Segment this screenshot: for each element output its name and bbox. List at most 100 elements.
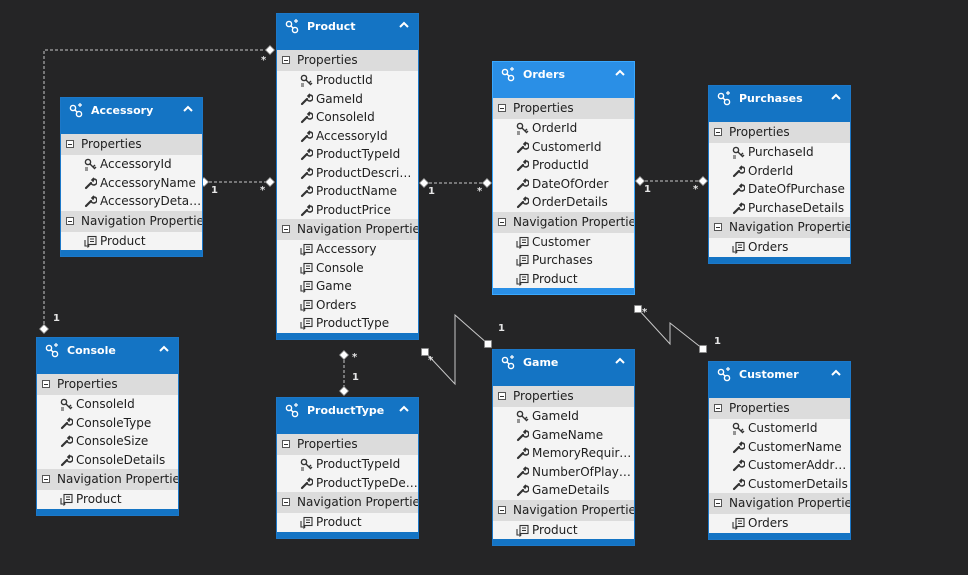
property-row[interactable]: ConsoleId xyxy=(277,108,418,127)
property-row[interactable]: ConsoleId xyxy=(37,395,178,414)
entity-header[interactable]: Product xyxy=(277,14,418,50)
navigation-section-header[interactable]: Navigation Properties xyxy=(709,217,850,238)
navigation-row[interactable]: Accessory xyxy=(277,240,418,259)
property-row[interactable]: GameDetails xyxy=(493,481,634,500)
navigation-row[interactable]: Purchases xyxy=(493,251,634,270)
collapse-chevron-icon[interactable] xyxy=(158,344,170,354)
navigation-row[interactable]: Game xyxy=(277,277,418,296)
property-row[interactable]: GameId xyxy=(493,407,634,426)
collapse-minus-icon[interactable] xyxy=(42,380,50,388)
property-row[interactable]: OrderId xyxy=(493,119,634,138)
collapse-minus-icon[interactable] xyxy=(714,499,722,507)
collapse-minus-icon[interactable] xyxy=(498,217,506,226)
collapse-chevron-icon[interactable] xyxy=(398,20,410,30)
collapse-chevron-icon[interactable] xyxy=(398,404,410,414)
navigation-row[interactable]: Product xyxy=(277,513,418,532)
collapse-minus-icon[interactable] xyxy=(66,140,74,148)
collapse-minus-icon[interactable] xyxy=(42,475,50,483)
property-row[interactable]: ConsoleDetails xyxy=(37,451,178,470)
navigation-row[interactable]: Product xyxy=(493,521,634,540)
collapse-minus-icon[interactable] xyxy=(282,440,290,448)
property-row[interactable]: ProductId xyxy=(277,71,418,90)
properties-section-header[interactable]: Properties xyxy=(61,134,202,155)
entity-header[interactable]: Console xyxy=(37,338,178,374)
properties-section-header[interactable]: Properties xyxy=(709,122,850,143)
association-line-customer-orders[interactable] xyxy=(637,308,704,350)
property-row[interactable]: AccessoryId xyxy=(277,127,418,146)
collapse-minus-icon[interactable] xyxy=(498,392,506,400)
navigation-row[interactable]: Console xyxy=(277,259,418,278)
properties-section-header[interactable]: Properties xyxy=(277,50,418,71)
property-row[interactable]: PurchaseId xyxy=(709,143,850,162)
property-row[interactable]: GameId xyxy=(277,90,418,109)
collapse-chevron-icon[interactable] xyxy=(830,92,842,102)
property-row[interactable]: CustomerId xyxy=(709,419,850,438)
navigation-section-header[interactable]: Navigation Properties xyxy=(61,210,202,232)
navigation-row[interactable]: Product xyxy=(493,270,634,289)
property-row[interactable]: NumberOfPlayers xyxy=(493,463,634,482)
entity-header[interactable]: Game xyxy=(493,350,634,386)
collapse-minus-icon[interactable] xyxy=(714,223,722,231)
navigation-section-header[interactable]: Navigation Properties xyxy=(709,493,850,514)
collapse-chevron-icon[interactable] xyxy=(614,356,626,366)
property-row[interactable]: OrderId xyxy=(709,162,850,181)
property-row[interactable]: AccessoryName xyxy=(61,174,202,193)
property-row[interactable]: DateOfOrder xyxy=(493,175,634,194)
property-row[interactable]: ProductTypeId xyxy=(277,145,418,164)
property-row[interactable]: ProductId xyxy=(493,156,634,175)
property-row[interactable]: ConsoleSize xyxy=(37,432,178,451)
collapse-chevron-icon[interactable] xyxy=(182,104,194,114)
entity-header[interactable]: Accessory xyxy=(61,98,202,134)
collapse-minus-icon[interactable] xyxy=(714,128,722,136)
property-row[interactable]: ProductDescripti... xyxy=(277,164,418,183)
property-row[interactable]: ProductTypeId xyxy=(277,455,418,474)
property-row[interactable]: ProductName xyxy=(277,182,418,201)
property-row[interactable]: CustomerId xyxy=(493,138,634,157)
property-row[interactable]: CustomerAddress xyxy=(709,456,850,475)
properties-section-header[interactable]: Properties xyxy=(493,386,634,407)
association-line-game-product[interactable] xyxy=(424,313,489,386)
navigation-row[interactable]: Product xyxy=(37,490,178,509)
collapse-chevron-icon[interactable] xyxy=(614,68,626,78)
collapse-minus-icon[interactable] xyxy=(66,216,74,225)
collapse-minus-icon[interactable] xyxy=(282,225,290,233)
navigation-row[interactable]: Product xyxy=(61,232,202,251)
property-row[interactable]: CustomerName xyxy=(709,438,850,457)
properties-section-header[interactable]: Properties xyxy=(37,374,178,395)
navigation-section-header[interactable]: Navigation Properties xyxy=(493,499,634,521)
navigation-section-header[interactable]: Navigation Properties xyxy=(493,211,634,233)
entity-header[interactable]: Purchases xyxy=(709,86,850,122)
collapse-minus-icon[interactable] xyxy=(498,505,506,514)
property-row[interactable]: PurchaseDetails xyxy=(709,199,850,218)
properties-section-header[interactable]: Properties xyxy=(493,98,634,119)
collapse-minus-icon[interactable] xyxy=(714,404,722,412)
property-row[interactable]: AccessoryId xyxy=(61,155,202,174)
collapse-minus-icon[interactable] xyxy=(282,56,290,64)
association-line-console-product[interactable] xyxy=(43,49,270,329)
navigation-row[interactable]: Orders xyxy=(709,514,850,533)
collapse-chevron-icon[interactable] xyxy=(830,368,842,378)
entity-header[interactable]: ProductType xyxy=(277,398,418,434)
collapse-minus-icon[interactable] xyxy=(282,498,290,506)
property-row[interactable]: GameName xyxy=(493,426,634,445)
navigation-row[interactable]: ProductType xyxy=(277,314,418,333)
navigation-row[interactable]: Orders xyxy=(709,238,850,257)
property-row[interactable]: DateOfPurchase xyxy=(709,180,850,199)
property-row[interactable]: CustomerDetails xyxy=(709,475,850,494)
property-row[interactable]: ConsoleType xyxy=(37,414,178,433)
property-row[interactable]: AccessoryDetails xyxy=(61,192,202,211)
navigation-row[interactable]: Customer xyxy=(493,233,634,252)
entity-header[interactable]: Customer xyxy=(709,362,850,398)
navigation-section-header[interactable]: Navigation Properties xyxy=(37,469,178,490)
properties-section-header[interactable]: Properties xyxy=(277,434,418,455)
property-row[interactable]: OrderDetails xyxy=(493,193,634,212)
property-row[interactable]: ProductTypeDes... xyxy=(277,474,418,493)
navigation-section-header[interactable]: Navigation Properties xyxy=(277,219,418,240)
